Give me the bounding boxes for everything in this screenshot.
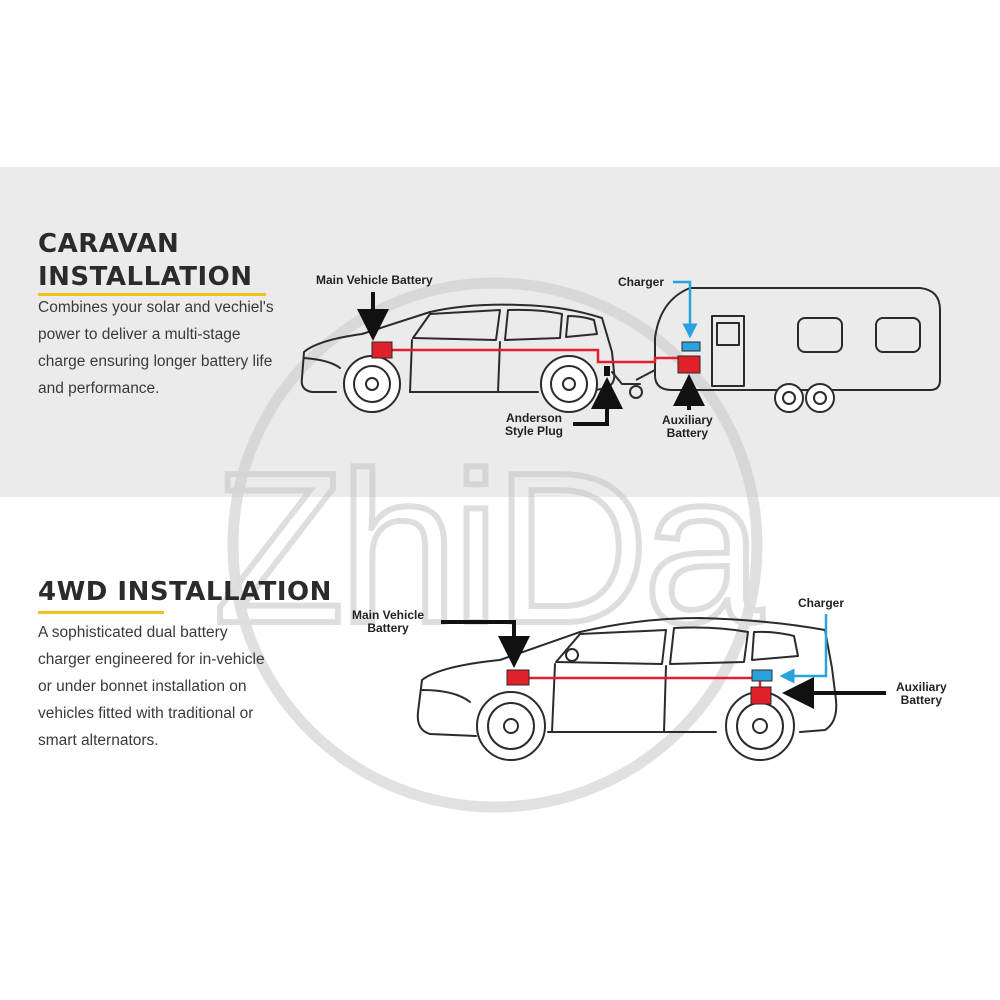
caravan-charger-text: Charger (618, 275, 665, 289)
caravan-wiring (392, 348, 678, 364)
4wd-main-line1: Main Vehicle (352, 608, 425, 622)
4wd-arrows (441, 614, 886, 709)
caravan-desc-line: and performance. (38, 380, 160, 397)
4wd-main-line2: Battery (367, 621, 409, 635)
caravan-main-battery-text: Main Vehicle Battery (316, 273, 433, 287)
caravan-description: Combines your solar and vechiel's power … (38, 294, 274, 402)
4wd-aux-line2: Battery (900, 693, 943, 707)
anderson-line2: Style Plug (505, 424, 564, 438)
caravan-charger-box (681, 341, 701, 352)
4wd-desc-line: vehicles fitted with traditional or (38, 705, 254, 722)
4wd-charger-text: Charger (798, 596, 845, 610)
4wd-description: A sophisticated dual battery charger eng… (38, 619, 265, 754)
4wd-car-drawing (416, 617, 838, 761)
4wd-label-aux: Auxiliary Battery (896, 681, 947, 707)
caravan-label-aux: Auxiliary Battery (662, 414, 713, 440)
4wd-aux-battery (750, 686, 772, 705)
caravan-desc-line: Combines your solar and vechiel's (38, 299, 274, 316)
caravan-aux-line1: Auxiliary (662, 413, 713, 427)
caravan-label-main-battery: Main Vehicle Battery (316, 274, 433, 287)
caravan-section-band (0, 167, 1000, 497)
caravan-title-underline (38, 293, 266, 296)
anderson-line1: Anderson (506, 411, 563, 425)
caravan-label-charger: Charger (618, 276, 664, 289)
watermark: ZhiDa (210, 277, 772, 813)
caravan-arrows (357, 280, 705, 426)
4wd-label-main-battery: Main Vehicle Battery (352, 609, 424, 635)
4wd-desc-line: or under bonnet installation on (38, 678, 247, 695)
watermark-text: ZhiDa (213, 427, 763, 668)
4wd-aux-line1: Auxiliary (896, 680, 947, 694)
caravan-desc-line: charge ensuring longer battery life (38, 353, 273, 370)
anderson-plug (604, 366, 610, 376)
4wd-desc-line: charger engineered for in-vehicle (38, 651, 265, 668)
4wd-main-battery (506, 669, 530, 686)
4wd-desc-line: A sophisticated dual battery (38, 624, 228, 641)
4wd-title: 4WD INSTALLATION (38, 576, 332, 609)
caravan-label-anderson: Anderson Style Plug (505, 412, 563, 438)
4wd-desc-line: smart alternators. (38, 732, 159, 749)
caravan-desc-line: power to deliver a multi-stage (38, 326, 241, 343)
caravan-aux-battery (677, 355, 701, 374)
4wd-title-text: 4WD INSTALLATION (38, 577, 332, 607)
caravan-title: CARAVAN INSTALLATION (38, 228, 253, 294)
4wd-title-underline (38, 611, 164, 614)
caravan-main-battery (371, 341, 393, 359)
caravan-title-line1: CARAVAN (38, 229, 180, 259)
4wd-label-charger: Charger (798, 597, 844, 610)
caravan-title-line2: INSTALLATION (38, 262, 253, 292)
caravan-aux-line2: Battery (666, 426, 709, 440)
caravan-trailer-drawing (629, 287, 941, 413)
4wd-charger-box (751, 669, 773, 682)
